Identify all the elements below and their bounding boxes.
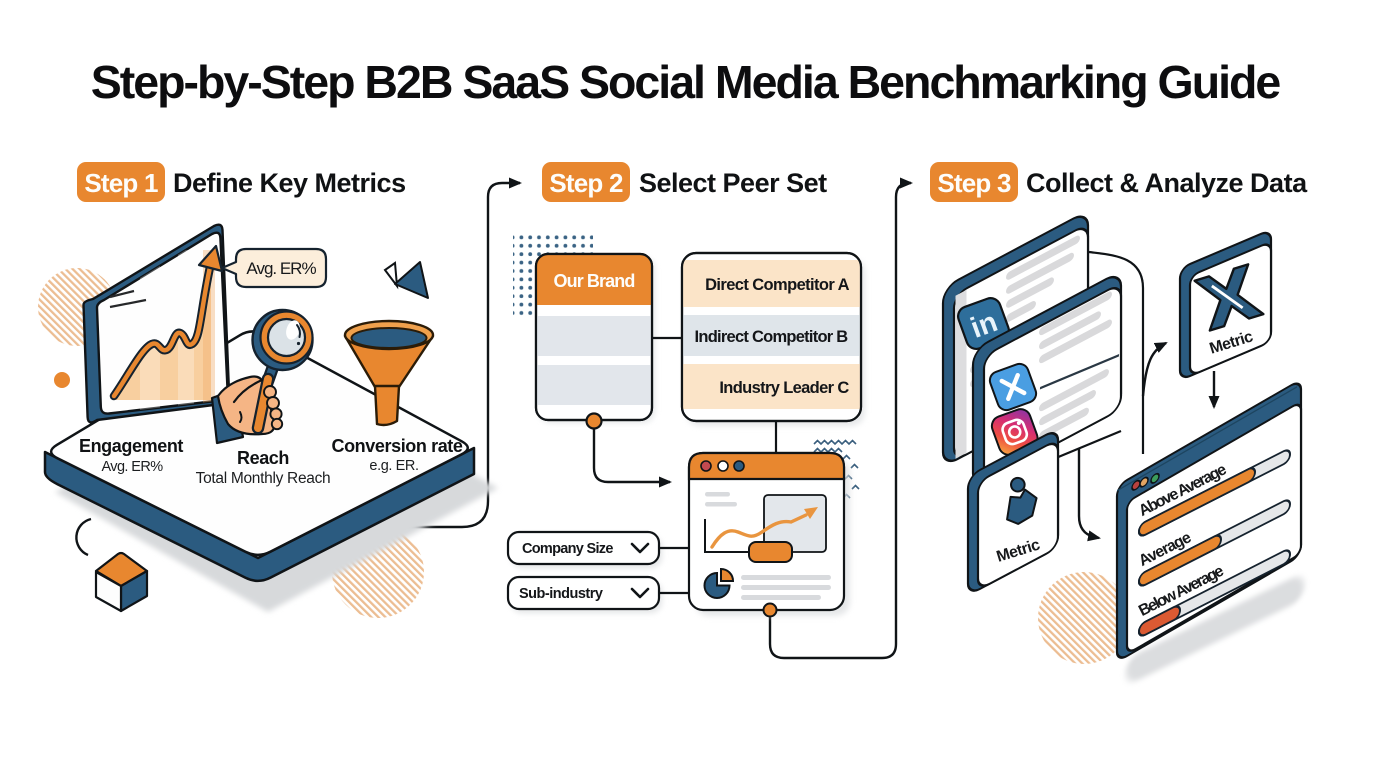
svg-text:Sub-industry: Sub-industry — [519, 586, 603, 602]
svg-text:Our Brand: Our Brand — [554, 271, 635, 291]
svg-text:Step 3: Step 3 — [937, 168, 1011, 198]
svg-text:Total Monthly Reach: Total Monthly Reach — [196, 470, 331, 487]
svg-text:Avg. ER%: Avg. ER% — [101, 459, 163, 475]
svg-text:Step 2: Step 2 — [549, 168, 623, 198]
svg-text:Avg. ER%: Avg. ER% — [246, 259, 316, 278]
svg-text:Engagement: Engagement — [79, 436, 183, 456]
svg-text:e.g. ER.: e.g. ER. — [369, 458, 418, 474]
svg-text:Step-by-Step B2B SaaS Social M: Step-by-Step B2B SaaS Social Media Bench… — [91, 56, 1281, 108]
svg-text:Indirect Competitor B: Indirect Competitor B — [695, 328, 849, 346]
svg-text:Conversion rate: Conversion rate — [331, 436, 462, 456]
svg-text:Company Size: Company Size — [522, 541, 613, 557]
svg-text:Select Peer Set: Select Peer Set — [639, 168, 827, 198]
svg-text:Reach: Reach — [237, 448, 289, 468]
svg-text:Industry Leader C: Industry Leader C — [719, 379, 849, 397]
svg-text:Define Key Metrics: Define Key Metrics — [173, 168, 406, 198]
svg-text:Collect & Analyze Data: Collect & Analyze Data — [1026, 168, 1308, 198]
svg-text:Direct Competitor A: Direct Competitor A — [705, 276, 850, 294]
svg-text:Step 1: Step 1 — [84, 168, 158, 198]
